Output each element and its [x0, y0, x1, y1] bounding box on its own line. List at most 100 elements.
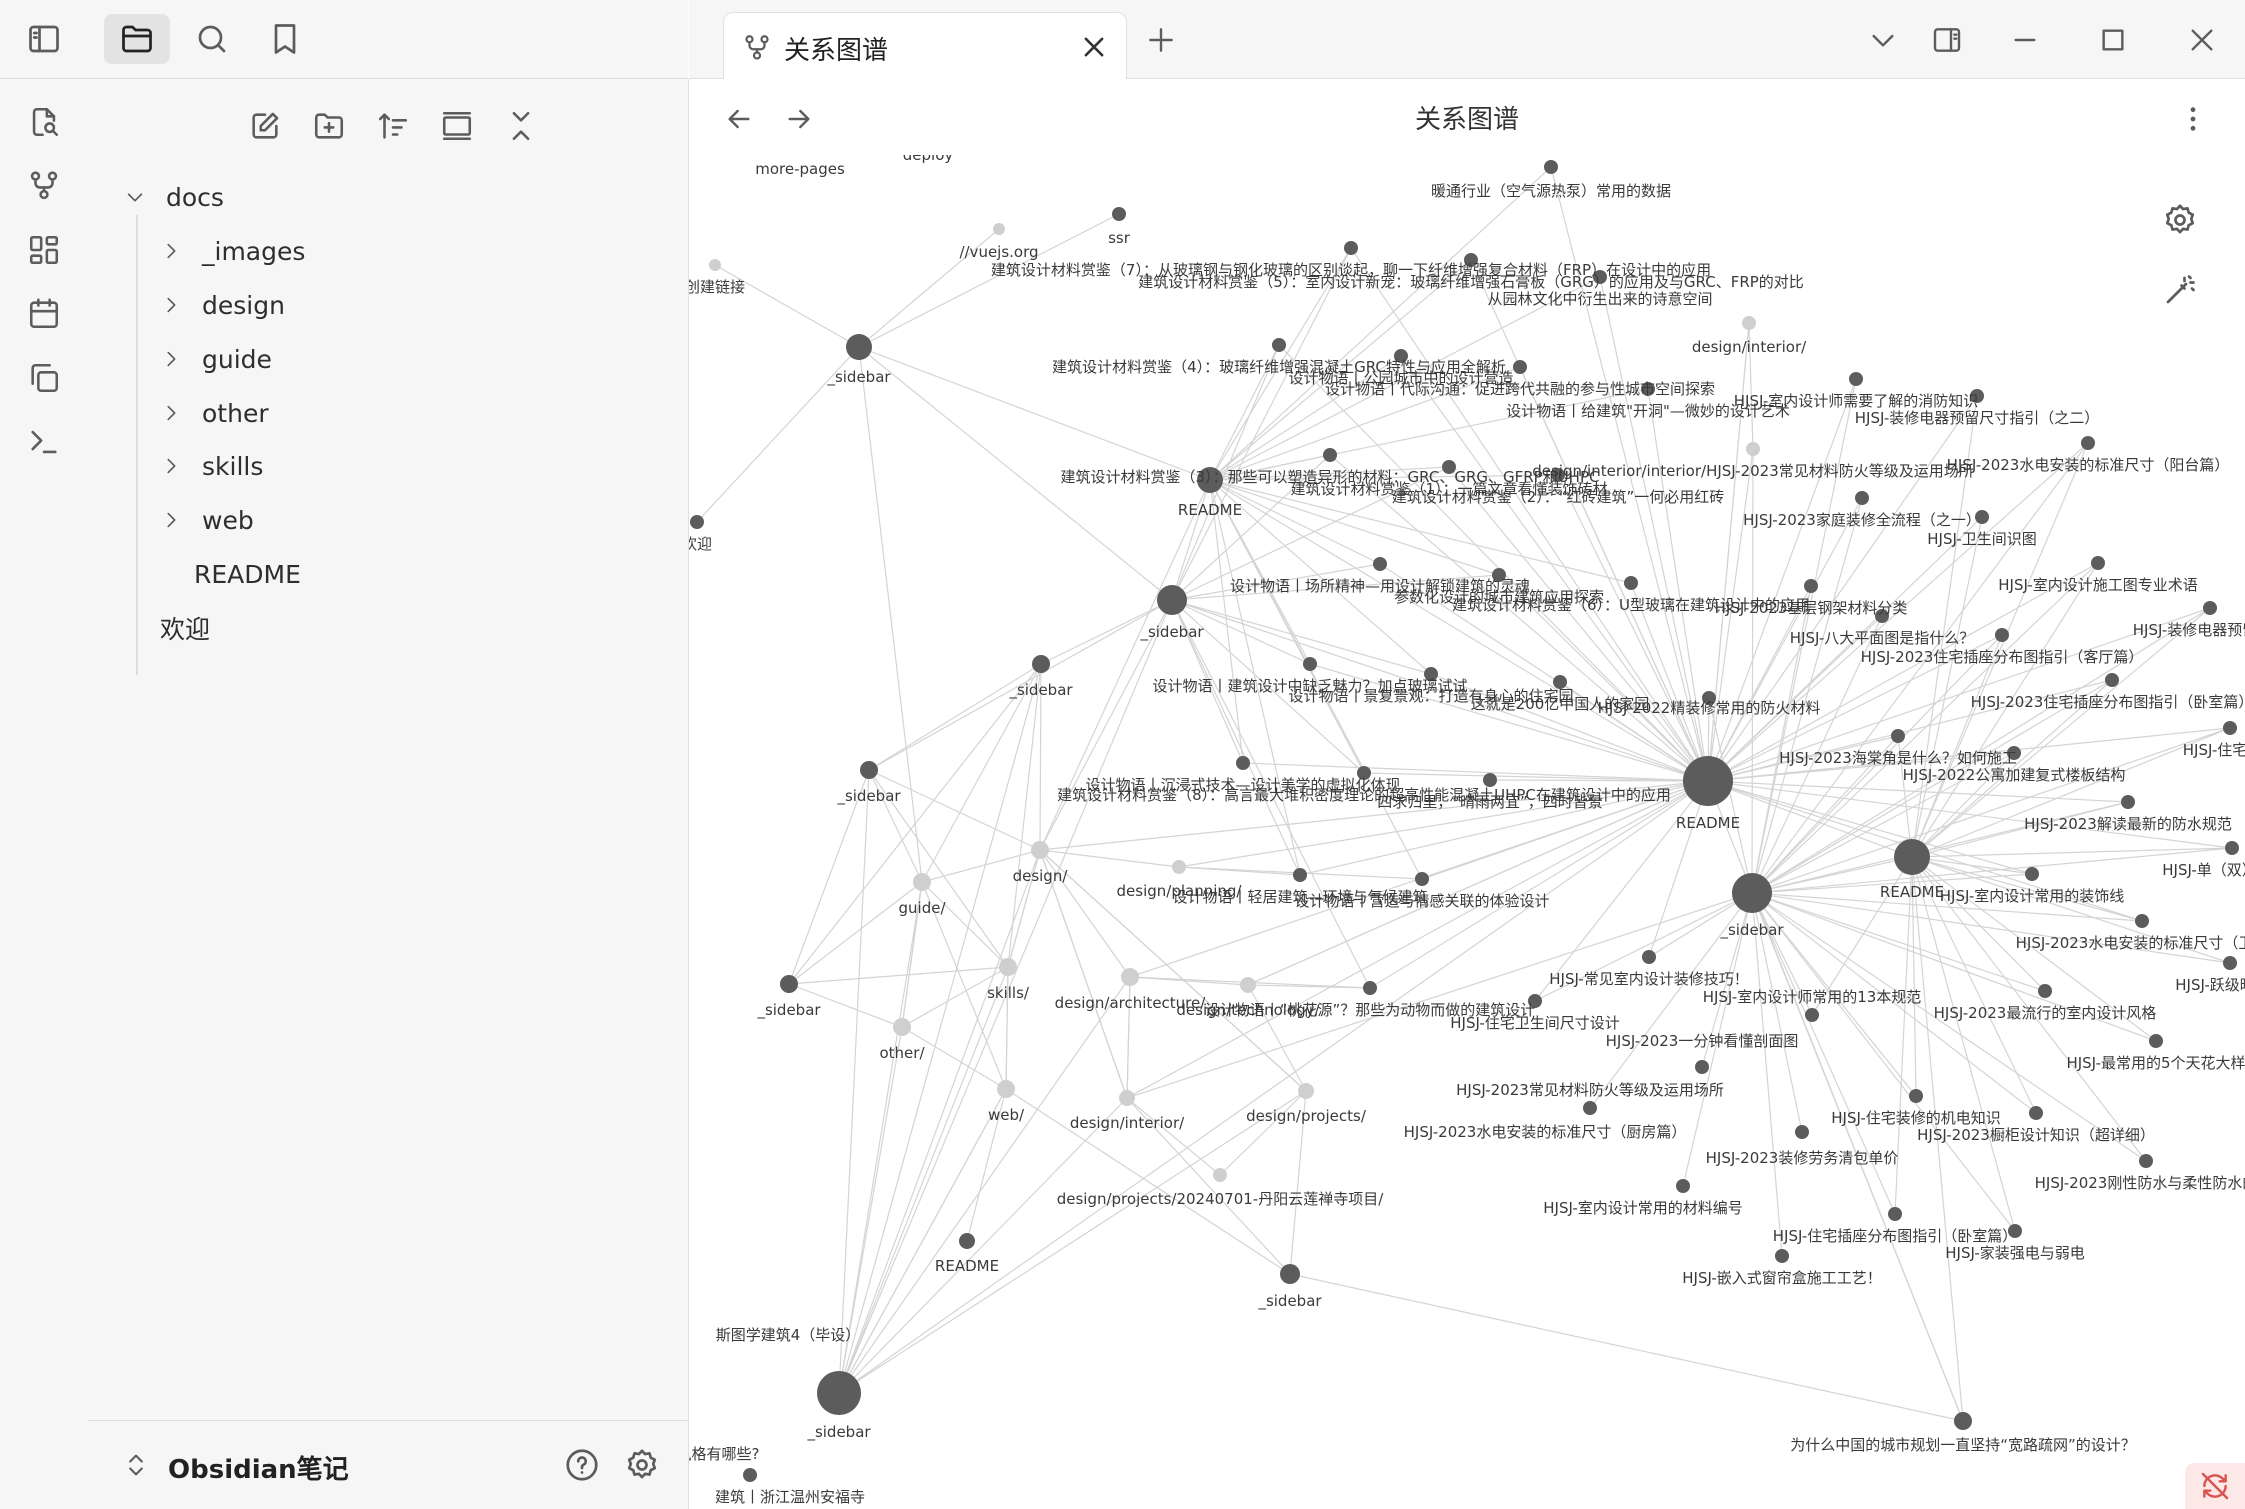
sort-icon[interactable]: [368, 101, 418, 151]
magic-wand-icon[interactable]: [2157, 267, 2203, 313]
graph-node[interactable]: [2223, 721, 2237, 735]
tab-graph-view[interactable]: 关系图谱: [723, 12, 1127, 80]
search-icon[interactable]: [179, 14, 245, 64]
graph-node[interactable]: [1875, 609, 1889, 623]
graph-node[interactable]: [1683, 756, 1733, 806]
tree-file-readme[interactable]: README: [194, 550, 301, 598]
graph-node[interactable]: [1344, 241, 1358, 255]
graph-node[interactable]: [1298, 1083, 1314, 1099]
graph-node[interactable]: [1975, 510, 1989, 524]
graph-node[interactable]: [1031, 841, 1049, 859]
graph-node[interactable]: [2139, 1154, 2153, 1168]
graph-node[interactable]: [709, 259, 721, 271]
graph-node[interactable]: [1112, 207, 1126, 221]
graph-node[interactable]: [2038, 984, 2052, 998]
calendar-icon[interactable]: [22, 292, 66, 336]
graph-node[interactable]: [2105, 673, 2119, 687]
graph-node[interactable]: [1157, 585, 1187, 615]
toggle-right-sidebar-icon[interactable]: [1925, 18, 1969, 62]
graph-node[interactable]: [1492, 568, 1506, 582]
graph-node[interactable]: [1528, 994, 1542, 1008]
graph-node[interactable]: [2223, 956, 2237, 970]
graph-node[interactable]: [1357, 766, 1371, 780]
graph-node[interactable]: [1303, 657, 1317, 671]
sync-error-icon[interactable]: [2185, 1463, 2245, 1509]
folder-icon[interactable]: [104, 14, 170, 64]
graph-node[interactable]: [2007, 746, 2021, 760]
graph-node[interactable]: [2121, 795, 2135, 809]
back-arrow-icon[interactable]: [717, 97, 761, 141]
graph-node[interactable]: [1970, 389, 1984, 403]
graph-node[interactable]: [1280, 1264, 1300, 1284]
tree-folder-guide[interactable]: guide: [158, 335, 272, 383]
terminal-icon[interactable]: [22, 420, 66, 464]
graph-node[interactable]: [1909, 1089, 1923, 1103]
tree-folder-images[interactable]: _images: [158, 227, 305, 275]
graph-node[interactable]: [1197, 467, 1223, 493]
graph-node[interactable]: [1119, 1090, 1135, 1106]
graph-node[interactable]: [1544, 160, 1558, 174]
help-icon[interactable]: [562, 1445, 602, 1485]
graph-node[interactable]: [1995, 628, 2009, 642]
graph-settings-gear-icon[interactable]: [2157, 197, 2203, 243]
graph-node[interactable]: [1894, 839, 1930, 875]
graph-node[interactable]: [1415, 872, 1429, 886]
auto-reveal-icon[interactable]: [432, 101, 482, 151]
graph-node[interactable]: [1172, 860, 1186, 874]
graph-node[interactable]: [817, 1371, 861, 1415]
graph-node[interactable]: [1702, 691, 1716, 705]
graph-node[interactable]: [1795, 1125, 1809, 1139]
graph-node[interactable]: [1732, 873, 1772, 913]
graph-node[interactable]: [2025, 867, 2039, 881]
graph-node[interactable]: [1394, 349, 1408, 363]
file-search-icon[interactable]: [22, 100, 66, 144]
graph-node[interactable]: [1424, 667, 1438, 681]
maximize-window-icon[interactable]: [2091, 18, 2135, 62]
graph-node[interactable]: [1240, 977, 1256, 993]
graph-node[interactable]: [2149, 1034, 2163, 1048]
tree-file-welcome[interactable]: 欢迎: [160, 604, 210, 652]
graph-node[interactable]: [1373, 557, 1387, 571]
graph-node[interactable]: [993, 223, 1005, 235]
graph-node[interactable]: [1855, 491, 1869, 505]
close-tab-icon[interactable]: [1080, 33, 1108, 61]
graph-node[interactable]: [2029, 1106, 2043, 1120]
graph-node[interactable]: [846, 334, 872, 360]
graph-node[interactable]: [1121, 968, 1139, 986]
graph-node[interactable]: [1676, 1179, 1690, 1193]
graph-node[interactable]: [1583, 1101, 1597, 1115]
tab-list-chevron-down-icon[interactable]: [1861, 18, 1905, 62]
graph-node[interactable]: [913, 873, 931, 891]
bookmark-icon[interactable]: [252, 14, 318, 64]
graph-canvas[interactable]: luginmore-pagesdeployssr//vuejs.org创建链接_…: [689, 155, 2245, 1509]
graph-node[interactable]: [1293, 868, 1307, 882]
graph-node[interactable]: [1272, 338, 1286, 352]
graph-node[interactable]: [1032, 655, 1050, 673]
graph-node[interactable]: [2081, 436, 2095, 450]
forward-arrow-icon[interactable]: [777, 97, 821, 141]
chevron-up-down-icon[interactable]: [122, 1451, 150, 1479]
tree-folder-docs[interactable]: docs: [122, 173, 224, 221]
graph-node[interactable]: [1593, 270, 1607, 284]
graph-node[interactable]: [780, 975, 798, 993]
graph-node[interactable]: [1888, 1207, 1902, 1221]
new-folder-icon[interactable]: [304, 101, 354, 151]
graph-node[interactable]: [743, 1468, 757, 1482]
tree-folder-design[interactable]: design: [158, 281, 285, 329]
graph-node[interactable]: [893, 1018, 911, 1036]
graph-node[interactable]: [1442, 460, 1456, 474]
toggle-sidebar-icon[interactable]: [11, 14, 77, 64]
graph-node[interactable]: [690, 515, 704, 529]
graph-node[interactable]: [2091, 556, 2105, 570]
graph-node[interactable]: [860, 761, 878, 779]
settings-gear-icon[interactable]: [622, 1445, 662, 1485]
graph-node[interactable]: [1483, 773, 1497, 787]
graph-node[interactable]: [1553, 675, 1567, 689]
collapse-all-icon[interactable]: [496, 101, 546, 151]
graph-node[interactable]: [1746, 442, 1760, 456]
graph-node[interactable]: [999, 958, 1017, 976]
canvas-icon[interactable]: [22, 228, 66, 272]
graph-node[interactable]: [1236, 756, 1250, 770]
minimize-window-icon[interactable]: [2003, 18, 2047, 62]
graph-node[interactable]: [1551, 468, 1565, 482]
